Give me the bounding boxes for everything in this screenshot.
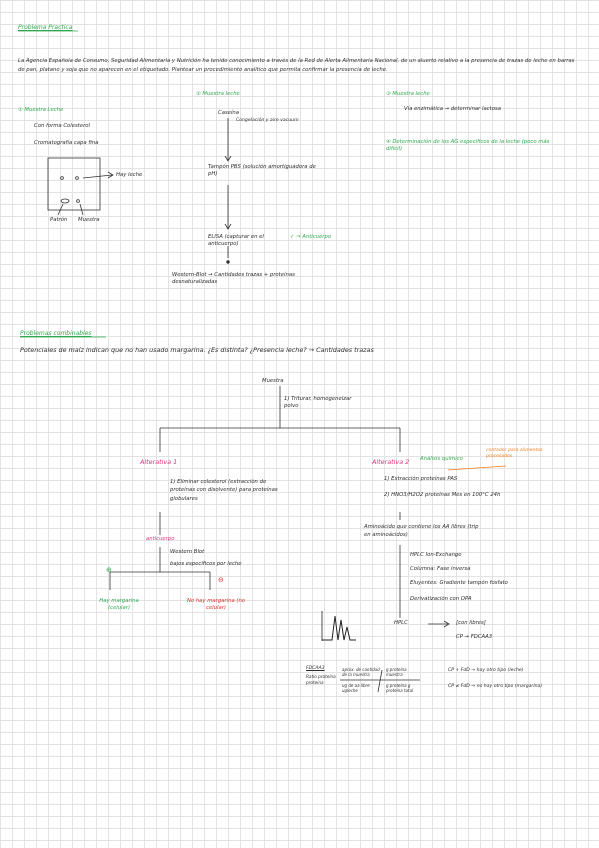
orange-note: contador para alimentos procesados [486,448,543,460]
col2-step4: Western-Blot → Cantidades trazas + prote… [172,272,295,286]
col1-heading: ① Muestra Leche [18,107,64,113]
alt2-step2: 2) HNO3/H2O2 proteínas Mes en 100°C 24h [384,492,501,498]
alt2-step3: Aminoácido que contiene los AA libres (t… [364,524,479,539]
alt1-antibody: anticuerpo [146,536,175,542]
hplc-label: HPLC [394,620,408,626]
hplc-line4: Derivatización con OPA [410,596,472,602]
alt1-label: Alterativa 1 [140,458,178,466]
col2-heading: ② Muestra leche [196,91,240,97]
col2-step2: Tampón PBS (solución amortiguadora de pH… [208,164,316,178]
formula-result2: CP ≠ FdD → no hay otro tipo (margarina) [448,684,543,689]
intro-paragraph: La Agencia Española de Consumo, Segurida… [18,58,575,74]
page1-title: Problema Practica [18,24,73,31]
page2-question: Potenciales de maíz indican que no han u… [20,346,374,354]
alt1-step: 1) Eliminar colesterol (extracción de pr… [170,479,278,502]
page2-title: Problemas combinables [20,330,92,337]
alt2-step1: 1) Extracción proteínas PAS [384,476,458,482]
alt1-result-left: Hay margarina (celular) [99,598,139,612]
tlc-spot-label: Hay leche [116,172,143,178]
hplc-line3: Eluyentes: Gradiente tampón fosfato [410,580,508,586]
alt1-negative-mark: ⊖ [218,576,224,584]
col1-line1: Con forma Colesterol [34,123,91,129]
tlc-label-muestra: Muestra [78,217,100,223]
alt1-positive-mark: ⊕ [106,566,112,574]
tree-root: Muestra [262,378,284,384]
alt2-label: Alterativa 2 [372,458,410,466]
formula-den2: g proteína g proteína total [386,683,414,694]
hplc-cp: CP → FDCAA3 [456,634,493,640]
alt2-tag: Análisis químico [420,456,463,462]
alt1-result-right: No hay margarina (no celular) [186,598,246,612]
formula-label: FDCAA3 [306,666,325,671]
hplc-free: [con libres] [456,620,486,626]
formula-result1: CP + FdD → hay otro tipo (leche) [448,668,524,673]
tlc-label-patron: Patrón [50,217,68,223]
col3-line1: Vía enzimática → determinar lactosa [404,106,501,112]
hplc-line1: HPLC Ion-Exchange [410,552,462,558]
formula-num1: aprox. de cantidad de la muestra [342,667,380,678]
formula-den1: ug de aa libre ugleche [342,683,370,694]
col1-line2: Cromatografía capa fina [34,140,99,146]
formula-sub: Ratio proteína proteína [306,674,336,685]
tree-root-note: 1) Triturar, homogeneizar polvo [284,396,352,410]
col2-step1-note: Congelación y aire vacuum [236,118,299,123]
formula-num2: g proteína muestra [386,667,407,678]
col3-heading2: ④ Determinación de los AG específicos de… [386,139,550,153]
col2-step1: Caseína [218,110,240,116]
alt1-western-blot: Western Blot [170,549,205,555]
col3-heading: ③ Muestra leche [386,91,430,97]
hplc-line2: Columna: Fase inversa [410,566,471,572]
alt1-western-note: bajos específicos por leche [170,561,242,567]
col2-step3-note: ✓ ⇒ Anticuerpo [290,234,332,240]
col2-step3: ELISA (capturar en el anticuerpo) [208,234,264,248]
